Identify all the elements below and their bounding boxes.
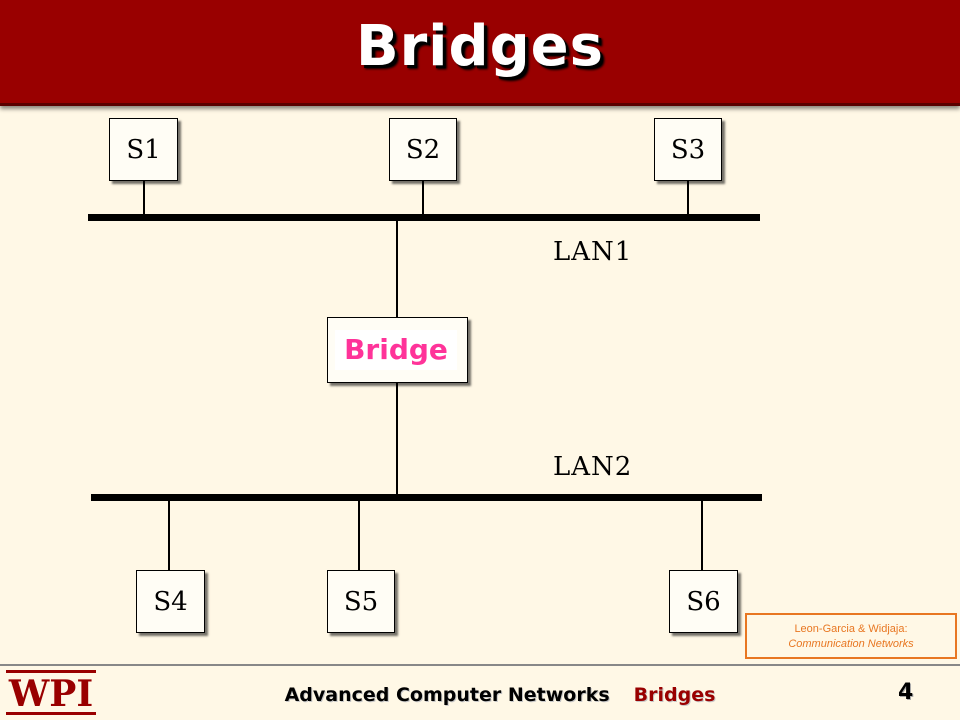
station-s5: S5 bbox=[327, 570, 395, 633]
page-number: 4 bbox=[898, 680, 914, 705]
s2-connector bbox=[422, 180, 424, 216]
citation-authors: Leon-Garcia & Widjaja: bbox=[794, 623, 908, 635]
footer-divider bbox=[0, 664, 960, 666]
wpi-logo-text: WPI bbox=[8, 673, 93, 715]
bridge-lan1-connector bbox=[396, 218, 398, 318]
station-s6: S6 bbox=[669, 570, 738, 633]
station-s5-label: S5 bbox=[343, 586, 379, 617]
station-s4: S4 bbox=[136, 570, 205, 633]
title-bar bbox=[0, 0, 960, 106]
s4-connector bbox=[168, 500, 170, 571]
slide-title: Bridges bbox=[356, 14, 604, 79]
station-s3-label: S3 bbox=[670, 134, 706, 165]
citation-book: Communication Networks bbox=[788, 638, 914, 650]
s6-connector bbox=[701, 500, 703, 571]
lan1-label: LAN1 bbox=[553, 237, 633, 267]
station-s1-label: S1 bbox=[126, 134, 161, 165]
station-s2: S2 bbox=[389, 118, 457, 181]
station-s4-label: S4 bbox=[153, 586, 188, 617]
footer-text: Advanced Computer Networks Bridges bbox=[0, 684, 960, 706]
s3-connector bbox=[687, 180, 689, 216]
lan1-bus bbox=[88, 214, 760, 221]
wpi-logo: WPI bbox=[6, 670, 96, 715]
s5-connector bbox=[358, 500, 360, 571]
footer-topic: Bridges bbox=[633, 684, 716, 706]
lan2-label: LAN2 bbox=[553, 452, 633, 482]
station-s1: S1 bbox=[109, 118, 178, 181]
footer-course: Advanced Computer Networks bbox=[284, 684, 610, 706]
station-s2-label: S2 bbox=[405, 134, 441, 165]
s1-connector bbox=[143, 180, 145, 216]
station-s6-label: S6 bbox=[686, 586, 721, 617]
lan2-bus bbox=[91, 494, 762, 501]
citation-box: Leon-Garcia & Widjaja: Communication Net… bbox=[745, 613, 957, 659]
bridge-lan2-connector bbox=[396, 383, 398, 497]
station-s3: S3 bbox=[654, 118, 722, 181]
bridge-label: Bridge bbox=[335, 330, 457, 370]
